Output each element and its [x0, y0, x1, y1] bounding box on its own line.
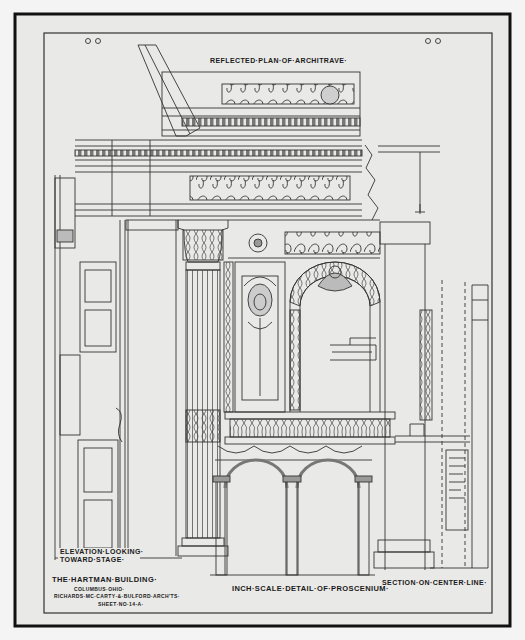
sheet-number: SHEET·NO·14-A· — [96, 602, 146, 608]
plan-title: REFLECTED·PLAN·OF·ARCHITRAVE· — [208, 57, 349, 65]
sheet-title: INCH·SCALE·DETAIL·OF·PROSCENIUM· — [230, 585, 391, 594]
city-name: COLUMBUS·OHIO· — [72, 587, 127, 593]
elevation-note: ELEVATION·LOOKING· TOWARD·STAGE· — [58, 548, 140, 564]
building-name: THE·HARTMAN·BUILDING· — [50, 576, 159, 585]
architect-name: RICHARDS·MC·CARTY·&·BULFORD·ARCH'TS· — [52, 594, 182, 600]
section-note: SECTION·ON·CENTER·LINE· — [380, 579, 489, 587]
